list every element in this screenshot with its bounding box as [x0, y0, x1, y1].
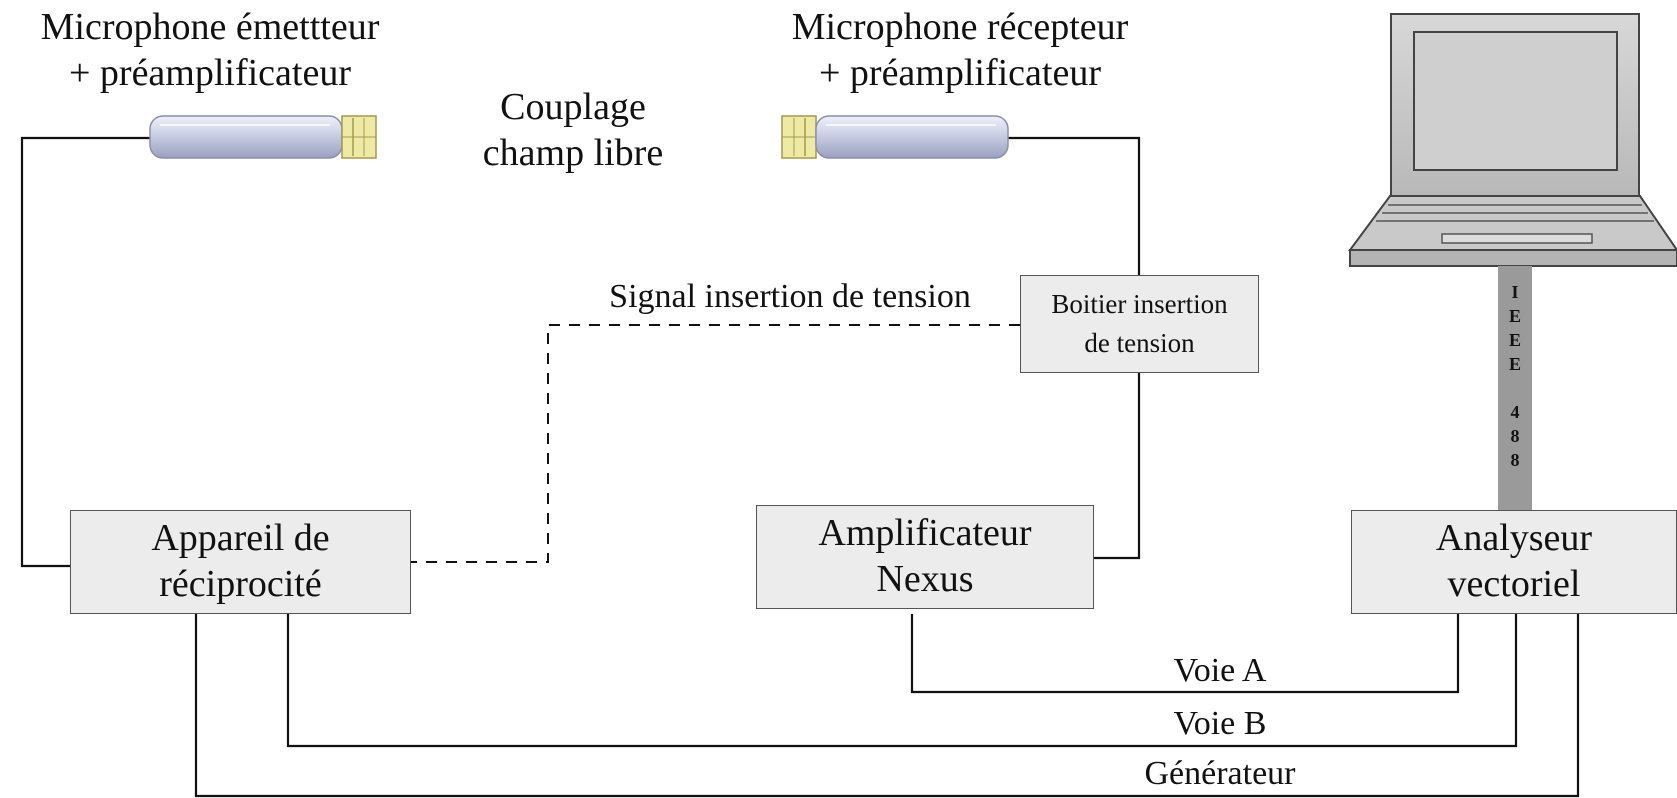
- receiver-label-line2: + préamplificateur: [818, 52, 1101, 95]
- insertion-box-line1: Boitier insertion: [1051, 288, 1228, 319]
- analyzer-box-line1: Analyseur: [1435, 517, 1593, 560]
- laptop-icon: [1348, 13, 1677, 267]
- receiver-label: Microphone récepteur + préamplificateur: [748, 4, 1172, 97]
- voie-b-label: Voie B: [1173, 705, 1267, 742]
- reciprocity-box: Appareil de réciprocité: [70, 510, 411, 614]
- voie-b-line: [286, 614, 1518, 748]
- insertion-box-line2: de tension: [1084, 328, 1195, 358]
- ieee-bus-label: I E E E 4 8 8: [1499, 280, 1531, 472]
- emitter-label: Microphone émettteur + préamplificateur: [0, 4, 420, 97]
- bus-char: 8: [1510, 426, 1520, 446]
- voie-a-line: [910, 614, 1460, 694]
- bus-char: E: [1508, 354, 1521, 374]
- coupling-label-line2: champ libre: [482, 132, 664, 175]
- bus-char: [1499, 376, 1531, 400]
- analyzer-box-line2: vectoriel: [1447, 563, 1581, 605]
- receiver-label-line1: Microphone récepteur: [791, 6, 1129, 48]
- generateur-label: Générateur: [1144, 755, 1296, 792]
- ieee-bus: [1498, 266, 1532, 510]
- emitter-cable: [20, 136, 150, 568]
- reciprocity-box-line1: Appareil de: [151, 517, 330, 560]
- bus-char: I: [1511, 282, 1519, 302]
- bus-char: E: [1508, 306, 1521, 326]
- analyzer-box: Analyseur vectoriel: [1351, 510, 1677, 614]
- microphone-receiver-icon: [781, 115, 1009, 159]
- signal-insertion-label: Signal insertion de tension: [609, 278, 971, 315]
- bus-char: E: [1508, 330, 1521, 350]
- receiver-cable: [1006, 136, 1141, 560]
- emitter-label-line1: Microphone émettteur: [40, 6, 380, 48]
- nexus-box: Amplificateur Nexus: [756, 505, 1094, 609]
- emitter-label-line2: + préamplificateur: [68, 52, 351, 95]
- coupling-label: Couplage champ libre: [458, 84, 688, 177]
- generateur-line: [194, 614, 1580, 798]
- nexus-box-line2: Nexus: [876, 558, 974, 600]
- coupling-label-line1: Couplage: [500, 86, 646, 128]
- insertion-box: Boitier insertion de tension: [1020, 275, 1259, 373]
- microphone-emitter-icon: [149, 115, 377, 159]
- nexus-box-line1: Amplificateur: [818, 512, 1032, 555]
- voie-a-label: Voie A: [1173, 652, 1267, 689]
- signal-insertion-line: [410, 324, 1020, 563]
- reciprocity-box-line2: réciprocité: [159, 563, 322, 605]
- bus-char: 4: [1510, 402, 1520, 422]
- bus-char: 8: [1510, 450, 1520, 470]
